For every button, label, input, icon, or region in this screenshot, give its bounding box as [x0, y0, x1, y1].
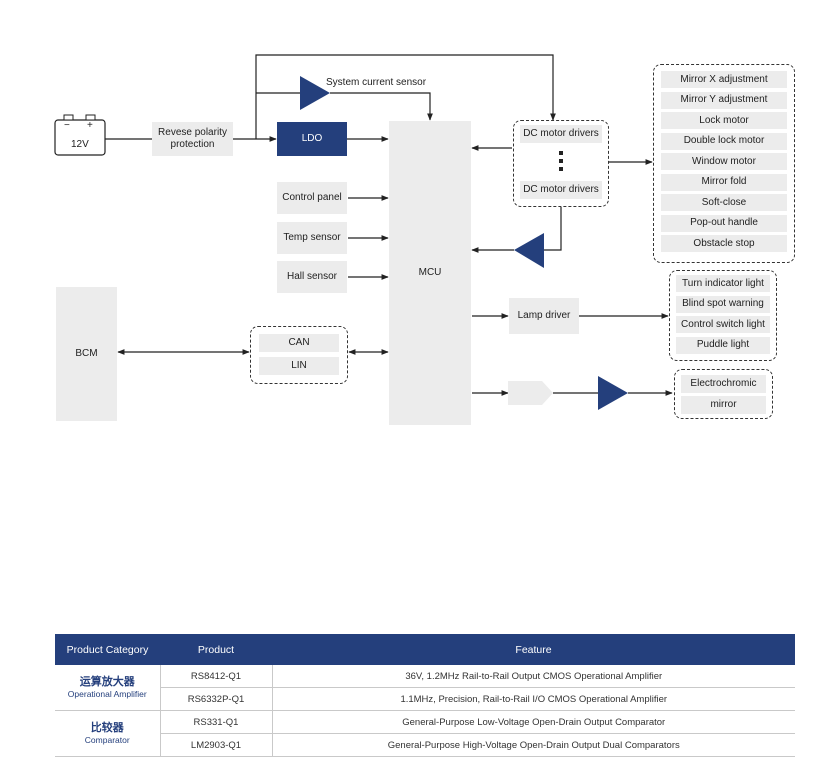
product-table: Product Category Product Feature 运算放大器 O…: [55, 634, 795, 757]
lamp-load-item: Blind spot warning: [676, 295, 770, 313]
feature-cell: General-Purpose High-Voltage Open-Drain …: [272, 733, 795, 757]
motor-load-item: Soft-close: [661, 194, 787, 211]
feature-cell: 36V, 1.2MHz Rail-to-Rail Output CMOS Ope…: [272, 665, 795, 688]
motor-load-item: Mirror X adjustment: [661, 71, 787, 88]
motor-load-item: Lock motor: [661, 112, 787, 129]
temp-sensor-block: Temp sensor: [277, 222, 347, 254]
hall-sensor-block: Hall sensor: [277, 261, 347, 293]
lin-block: LIN: [259, 357, 339, 375]
wire-supply-dc-drivers: [255, 54, 556, 139]
product-cell: RS8412-Q1: [160, 665, 273, 688]
category-cell: 运算放大器 Operational Amplifier: [55, 665, 161, 711]
motor-load-item: Double lock motor: [661, 132, 787, 150]
battery-plus-label: +: [87, 120, 93, 131]
feedback-amplifier-icon: [514, 233, 544, 268]
feature-cell: General-Purpose Low-Voltage Open-Drain O…: [272, 710, 795, 734]
motor-load-item: Mirror Y adjustment: [661, 91, 787, 109]
column-header: Product Category: [55, 634, 160, 665]
category-cn: 比较器: [90, 722, 124, 734]
column-header: Product: [160, 634, 272, 665]
current-sensor-label: System current sensor: [326, 77, 427, 88]
category-cell: 比较器 Comparator: [55, 710, 161, 757]
battery-minus-label: −: [64, 120, 70, 131]
category-cn: 运算放大器: [79, 676, 135, 688]
bcm-block: BCM: [56, 287, 117, 421]
product-cell: LM2903-Q1: [160, 733, 273, 757]
table-row: RS6332P-Q1 1.1MHz, Precision, Rail-to-Ra…: [55, 687, 795, 711]
lamp-load-item: Control switch light: [676, 316, 770, 333]
table-row: 比较器 Comparator RS331-Q1 General-Purpose …: [55, 710, 795, 757]
ec-mirror-label-2: mirror: [681, 396, 766, 414]
table-row: LM2903-Q1 General-Purpose High-Voltage O…: [55, 733, 795, 757]
dc-driver-group: [513, 120, 609, 207]
feature-cell: 1.1MHz, Precision, Rail-to-Rail I/O CMOS…: [272, 687, 795, 711]
lamp-load-item: Turn indicator light: [676, 275, 770, 292]
motor-load-item: Obstacle stop: [661, 235, 787, 252]
motor-load-item: Pop-out handle: [661, 214, 787, 232]
category-en: Comparator: [84, 735, 130, 745]
dc-motor-driver-block: DC motor drivers: [520, 181, 602, 199]
ec-mirror-label-1: Electrochromic: [681, 375, 766, 393]
table-row: 运算放大器 Operational Amplifier RS8412-Q1 36…: [55, 665, 795, 711]
wire-dc-drivers-feedback: [544, 207, 562, 251]
ec-driver-block: [508, 381, 553, 405]
wire-current-sensor-mcu: [330, 92, 433, 121]
battery-voltage-label: 12V: [71, 139, 89, 150]
ellipsis-dot: [559, 159, 563, 163]
table-header-row: Product Category Product Feature: [55, 634, 795, 665]
ec-mirror-amplifier-icon: [598, 376, 628, 410]
ldo-block: LDO: [277, 122, 347, 156]
lamp-driver-block: Lamp driver: [509, 298, 579, 334]
motor-load-item: Mirror fold: [661, 173, 787, 191]
mcu-block: MCU: [389, 121, 471, 425]
product-cell: RS331-Q1: [160, 710, 273, 734]
motor-loads-group: [653, 64, 795, 263]
current-sense-amplifier-icon: [300, 76, 330, 110]
dc-motor-driver-block: DC motor drivers: [520, 125, 602, 143]
can-block: CAN: [259, 334, 339, 352]
bus-group: [250, 326, 348, 384]
ellipsis-dot: [559, 151, 563, 155]
column-header: Feature: [272, 634, 795, 665]
lamp-loads-group: [669, 270, 777, 361]
control-panel-block: Control panel: [277, 182, 347, 214]
product-cell: RS6332P-Q1: [160, 687, 273, 711]
lamp-load-item: Puddle light: [676, 336, 770, 354]
polarity-protection-block: Revese polarity protection: [152, 122, 233, 156]
motor-load-item: Window motor: [661, 153, 787, 170]
ellipsis-dot: [559, 167, 563, 171]
ec-mirror-group: [674, 369, 773, 419]
battery-icon: [54, 114, 106, 156]
category-en: Operational Amplifier: [67, 689, 147, 699]
